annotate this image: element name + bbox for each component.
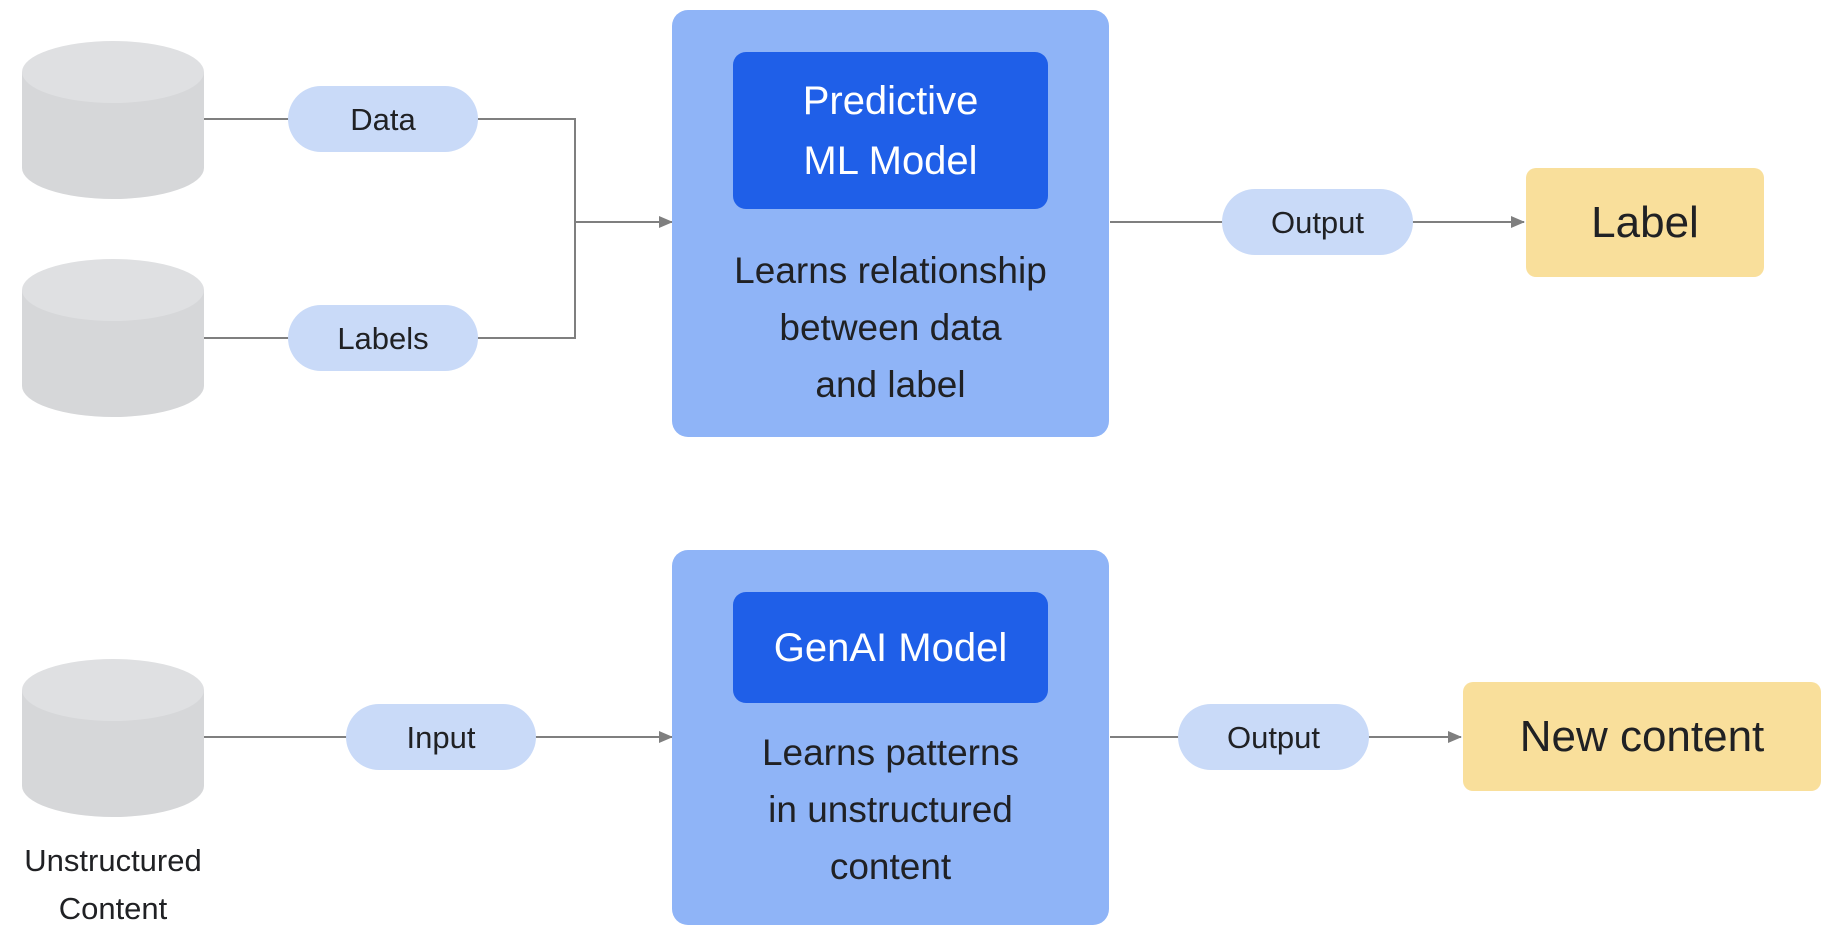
genai-output-pill: Output (1178, 704, 1369, 770)
caption-line: Content (58, 891, 168, 926)
genai-model-title: GenAI Model (733, 592, 1048, 703)
predictive-output-pill: Output (1222, 189, 1413, 255)
genai-model-title-text: GenAI Model (773, 625, 1008, 670)
predictive-output-label: Output (1270, 204, 1365, 240)
genai-output-label: Output (1226, 719, 1321, 755)
genai-model-description: Learns patterns in unstructured content (672, 724, 1109, 895)
model-title-line: Predictive (802, 78, 979, 123)
model-description-line: content (829, 846, 952, 887)
model-title-line: ML Model (803, 138, 978, 183)
model-description-line: in unstructured (768, 789, 1013, 830)
model-description-line: Learns patterns (761, 732, 1020, 773)
labels-pill: Labels (288, 305, 478, 371)
label-result-box: Label (1526, 168, 1764, 277)
new-content-result-text: New content (1519, 711, 1765, 761)
model-description-line: and label (815, 364, 966, 405)
database-icon (22, 40, 204, 200)
input-pill: Input (346, 704, 536, 770)
data-pill-label: Data (350, 101, 416, 137)
genai-model-box: GenAI Model Learns patterns in unstructu… (672, 550, 1109, 925)
predictive-ml-model-title: Predictive ML Model (733, 52, 1048, 209)
database-icon (22, 658, 204, 818)
labels-pill-label: Labels (337, 320, 429, 356)
predictive-ml-model-box: Predictive ML Model Learns relationship … (672, 10, 1109, 437)
predictive-ml-model-description: Learns relationship between data and lab… (672, 242, 1109, 413)
unstructured-content-caption: Unstructured Content (0, 837, 226, 933)
connector-labels-to-merge (477, 222, 576, 339)
model-description-line: between data (779, 307, 1002, 348)
new-content-result-box: New content (1463, 682, 1821, 791)
caption-line: Unstructured (24, 843, 202, 878)
input-pill-label: Input (406, 719, 476, 755)
database-icon (22, 258, 204, 418)
connector-data-to-merge (477, 118, 576, 222)
data-pill: Data (288, 86, 478, 152)
label-result-text: Label (1591, 197, 1699, 247)
model-description-line: Learns relationship (734, 250, 1047, 291)
